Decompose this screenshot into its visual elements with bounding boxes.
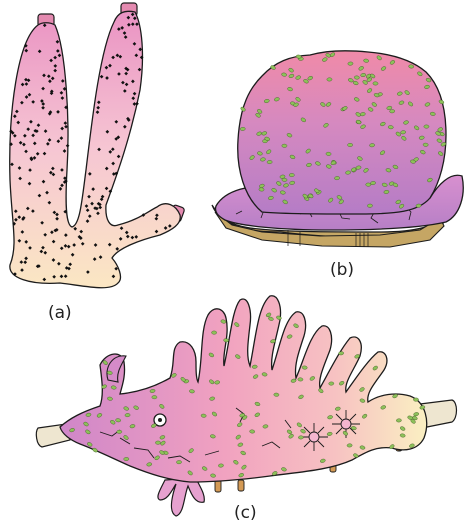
label-b: (b) [330,260,354,280]
label-c: (c) [234,503,257,523]
sponge-c-hook [106,355,127,383]
sponge-c-body [59,295,428,483]
sponge-c-twig-right [419,399,458,429]
sponge-b-pores [239,52,447,209]
sponge-c-pores [69,312,426,478]
sponge-b-cushion [237,50,447,215]
sponge-a-body [9,10,181,289]
label-a: (a) [48,303,72,323]
sponge-a [9,2,185,289]
sponge-b [211,50,464,248]
sponge-c-lower-fingers [157,477,205,517]
sponge-c [35,295,458,517]
